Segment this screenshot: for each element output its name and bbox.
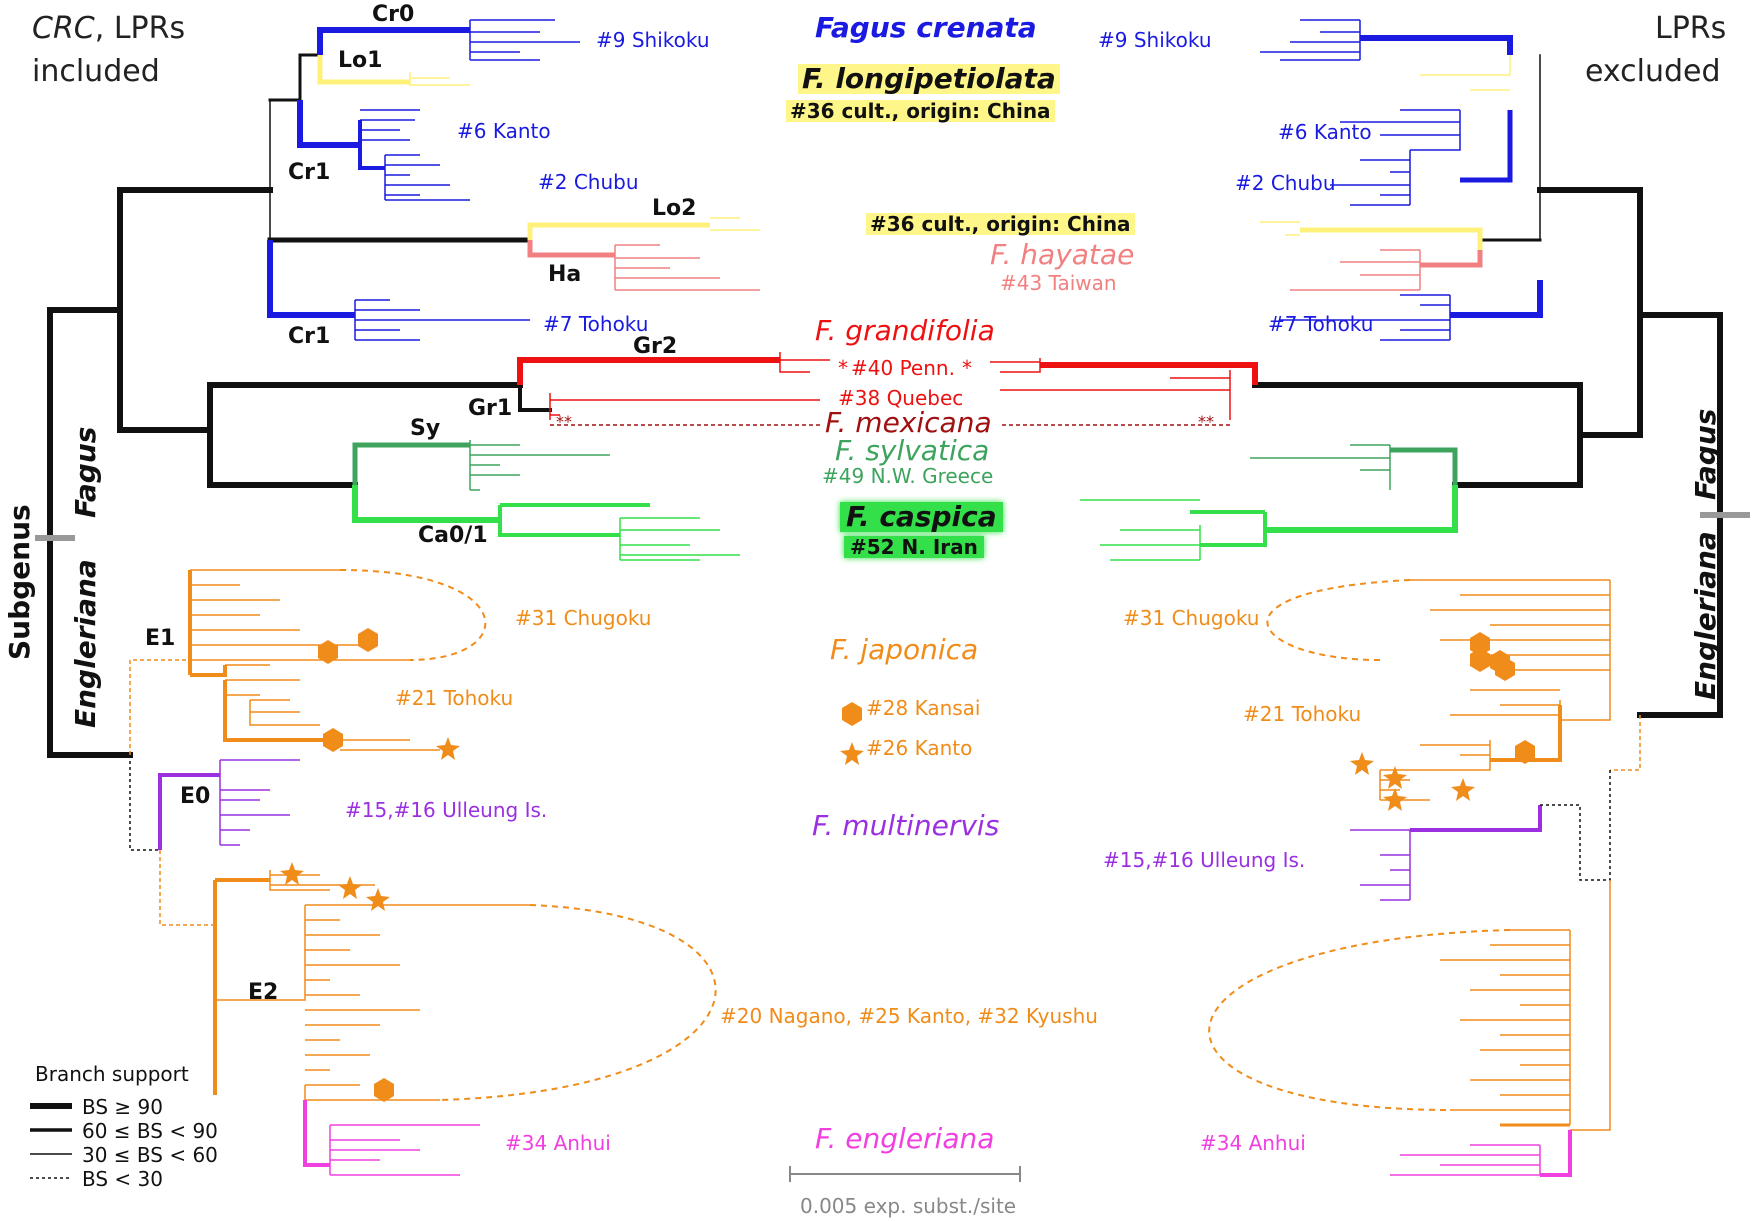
- node-cr1-lower: Cr1: [288, 324, 331, 349]
- kanto-star-label: #26 Kanto: [866, 736, 973, 760]
- node-cr0: Cr0: [372, 2, 415, 27]
- hayatae-note: #43 Taiwan: [1000, 271, 1117, 295]
- scale-bar: [789, 1166, 1021, 1182]
- node-e2: E2: [248, 980, 279, 1005]
- node-sy: Sy: [410, 416, 441, 441]
- left-subgenus-fagus: Fagus: [69, 426, 102, 518]
- right-pop-tohoku21: #21 Tohoku: [1243, 702, 1362, 726]
- left-subgenus-word: Subgenus: [3, 504, 36, 660]
- node-lo1: Lo1: [338, 48, 383, 73]
- right-subgenus-fagus: Fagus: [1689, 408, 1722, 500]
- left-pop-ulleung: #15,#16 Ulleung Is.: [345, 798, 548, 822]
- left-japonica-e2: [159, 850, 717, 1101]
- right-japonica-e1: [1266, 579, 1641, 801]
- greece-label: #49 N.W. Greece: [822, 464, 994, 488]
- left-pop-tohoku: #7 Tohoku: [543, 312, 649, 336]
- node-ca: Ca0/1: [418, 523, 488, 548]
- right-pop-chugoku: #31 Chugoku: [1123, 606, 1260, 630]
- hexagon-markers: [318, 628, 1535, 1102]
- species-sylvatica: F. sylvatica: [835, 434, 990, 467]
- species-japonica: F. japonica: [830, 633, 979, 666]
- species-caspica: F. caspica: [840, 502, 1003, 532]
- legend-row-3: 30 ≤ BS < 60: [82, 1143, 218, 1167]
- left-crenata-clade: [267, 19, 580, 341]
- legend-row-2: 60 ≤ BS < 90: [82, 1119, 218, 1143]
- left-header-line2: included: [32, 54, 160, 89]
- node-gr2: Gr2: [633, 334, 678, 359]
- node-gr1: Gr1: [468, 396, 513, 421]
- left-pop-tohoku21: #21 Tohoku: [395, 686, 514, 710]
- legend-row-1: BS ≥ 90: [82, 1095, 163, 1119]
- right-subgenus-engleriana: Engleriana: [1689, 531, 1722, 700]
- left-pop-anhui: #34 Anhui: [505, 1131, 611, 1155]
- quebec-label: #38 Quebec: [838, 386, 964, 410]
- left-hayatae-clade: [527, 240, 760, 291]
- left-engleriana-clade: [303, 1100, 480, 1176]
- star-markers: [280, 737, 1475, 911]
- left-grandifolia-clade: [517, 352, 830, 420]
- species-multinervis: F. multinervis: [812, 809, 1000, 842]
- left-pop-nagano-kanto-kyushu: #20 Nagano, #25 Kanto, #32 Kyushu: [720, 1004, 1098, 1028]
- species-hayatae: F. hayatae: [990, 238, 1135, 271]
- left-pop-kanto: #6 Kanto: [457, 119, 551, 143]
- left-e0-dotted: [129, 755, 160, 851]
- iran-label: #52 N. Iran: [844, 536, 984, 558]
- asterisk-right: *: [962, 356, 972, 380]
- right-pop-chubu: #2 Chubu: [1235, 171, 1336, 195]
- species-mexicana: F. mexicana: [825, 406, 992, 439]
- right-japonica-e2: [1208, 880, 1611, 1131]
- species-grandifolia: F. grandifolia: [815, 314, 995, 347]
- crc-label: CRC: [32, 11, 95, 46]
- longipetiolata-note-2: #36 cult., origin: China: [866, 213, 1135, 235]
- right-sylvatica-clade: [1080, 444, 1458, 561]
- kansai-label: #28 Kansai: [866, 696, 981, 720]
- right-pop-anhui: #34 Anhui: [1200, 1131, 1306, 1155]
- left-header-lprs: , LPRs: [94, 11, 186, 46]
- right-pop-ulleung: #15,#16 Ulleung Is.: [1103, 848, 1306, 872]
- right-header-line1: LPRs: [1655, 11, 1727, 46]
- right-backbone: [1252, 54, 1723, 718]
- node-e1: E1: [145, 626, 176, 651]
- left-header-line1: CRC, LPRs: [32, 14, 185, 44]
- right-engleriana-clade: [1390, 1130, 1572, 1177]
- left-pop-chubu: #2 Chubu: [538, 170, 639, 194]
- penn-label: #40 Penn.: [851, 356, 955, 380]
- species-longipetiolata: F. longipetiolata: [798, 64, 1060, 94]
- node-lo2: Lo2: [652, 196, 697, 221]
- right-header-line2: excluded: [1585, 54, 1721, 89]
- node-cr1-upper: Cr1: [288, 160, 331, 185]
- right-hayatae-clade: [1290, 249, 1483, 291]
- left-multinervis-clade: [158, 759, 300, 850]
- right-longipetiolata-clade: [1260, 55, 1511, 250]
- left-longipetiolata-clade: [317, 55, 760, 240]
- left-sylvatica-clade: [352, 440, 740, 561]
- right-pop-kanto: #6 Kanto: [1278, 120, 1372, 144]
- left-subgenus-engleriana: Engleriana: [69, 559, 102, 728]
- asterisk-left: *: [838, 356, 848, 380]
- right-grandifolia-clade: [990, 358, 1258, 420]
- left-pop-chugoku: #31 Chugoku: [515, 606, 652, 630]
- species-crenata: Fagus crenata: [815, 11, 1037, 44]
- right-e0-line: [1540, 770, 1611, 881]
- right-pop-tohoku: #7 Tohoku: [1268, 312, 1374, 336]
- double-asterisk-right: **: [1198, 412, 1214, 431]
- species-engleriana: F. engleriana: [815, 1122, 995, 1155]
- right-multinervis-clade: [1350, 805, 1542, 901]
- left-backbone: [47, 53, 552, 758]
- node-e0: E0: [180, 784, 211, 809]
- legend-lines: [30, 1103, 72, 1179]
- legend-row-4: BS < 30: [82, 1167, 163, 1191]
- scale-label: 0.005 exp. subst./site: [800, 1194, 1017, 1218]
- right-crenata-clade: [1260, 19, 1543, 341]
- double-asterisk-left: **: [556, 412, 572, 431]
- longipetiolata-note: #36 cult., origin: China: [786, 100, 1055, 122]
- right-pop-shikoku: #9 Shikoku: [1098, 28, 1212, 52]
- legend-title: Branch support: [35, 1062, 189, 1086]
- node-ha: Ha: [548, 262, 582, 287]
- left-japonica-e1: [129, 569, 487, 755]
- left-pop-shikoku: #9 Shikoku: [596, 28, 710, 52]
